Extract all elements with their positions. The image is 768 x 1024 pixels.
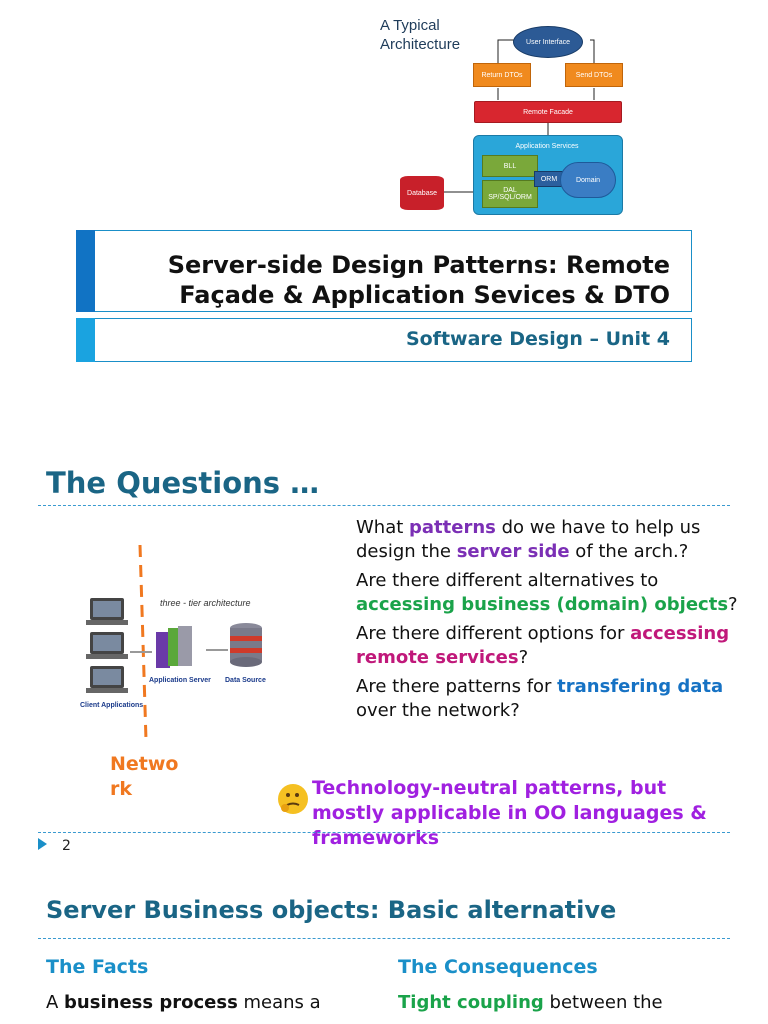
application-services-text: Application Services [515,142,579,150]
architecture-diagram-title: A Typical Architecture [380,16,460,54]
page-arrow-icon [38,838,47,850]
bll-node: BLL [482,155,538,177]
q1-mid: do we have to help us design the [356,517,701,562]
bullet-icon [334,516,356,564]
return-dtos-node: Return DTOs [473,63,531,87]
q4-post: over the network? [356,700,520,721]
consequence-item: Tight coupling between the [398,992,738,1013]
q4-pre: Are there patterns for [356,676,558,697]
slide-title-line1: Server-side Design Patterns: Remote [167,251,670,279]
page-number: 2 [62,838,71,854]
title-accent-bar [76,230,95,312]
bullet-icon [334,675,356,723]
technology-note: Technology-neutral patterns, but mostly … [312,777,707,849]
questions-list: What patterns do we have to help us desi… [334,516,744,728]
question-text: What patterns do we have to help us desi… [356,516,744,564]
domain-cloud: Domain [560,162,616,198]
list-item: Are there patterns for transfering data … [334,675,744,723]
q1-highlight-server-side: server side [456,541,570,562]
data-source-label: Data Source [225,677,266,684]
fact1-post: means a [237,992,321,1013]
consequences-heading: The Consequences [398,956,598,978]
diagram-title-line2: Architecture [380,36,461,53]
q1-highlight-patterns: patterns [409,517,496,538]
send-dtos-label: Send DTOs [575,71,613,79]
question-text: Are there different options for accessin… [356,622,744,670]
q1-pre: What [356,517,410,538]
client-apps-label: Client Applications [80,702,144,709]
heading-divider [38,505,730,506]
send-dtos-node: Send DTOs [565,63,623,87]
q3-highlight: accessing remote services [356,623,730,668]
tier-caption: three - tier architecture [160,598,251,608]
orm-arrow: ORM [534,171,564,187]
bullet-icon [334,622,356,670]
bullet-icon [334,569,356,617]
network-line1: Netwo [110,753,179,775]
list-item: What patterns do we have to help us desi… [334,516,744,564]
remote-facade-label: Remote Facade [523,108,573,116]
architecture-connectors [443,39,595,193]
database-label: Database [407,189,437,197]
database-cylinder: Database [400,176,444,210]
diagram-title-line1: A Typical [380,17,440,34]
app-server-label: Application Server [149,677,211,684]
cons1-post: between the [543,992,663,1013]
user-interface-node: User Interface [513,26,583,58]
return-dtos-label: Return DTOs [481,71,523,79]
remote-facade-node: Remote Facade [474,101,622,123]
dal-node: DAL SP/SQL/ORM [482,180,538,208]
thinking-face-icon [278,784,308,814]
fact-item: A business process means a [46,992,386,1013]
cons1-bold: Tight coupling [398,992,544,1013]
questions-heading: The Questions … [46,466,320,500]
orm-label: ORM [540,175,558,183]
question-text: Are there patterns for transfering data … [356,675,744,723]
list-item: Are there different alternatives to acce… [334,569,744,617]
network-label: Netwo rk [110,752,200,802]
network-line2: rk [110,778,133,800]
q3-pre: Are there different options for [356,623,631,644]
q1-post: of the arch.? [569,541,689,562]
domain-label: Domain [575,176,601,184]
slide-subtitle: Software Design – Unit 4 [405,328,670,350]
q3-post: ? [518,647,529,668]
list-item: Are there different options for accessin… [334,622,744,670]
three-tier-diagram [86,544,262,741]
slide-title: Server-side Design Patterns: Remote Faça… [100,250,670,310]
server-heading: Server Business objects: Basic alternati… [46,896,617,924]
laptop-icon-group [86,598,128,693]
slide3-divider [38,938,730,939]
facts-heading: The Facts [46,956,149,978]
dal-label: DAL SP/SQL/ORM [488,187,532,201]
user-interface-label: User Interface [526,38,570,46]
question-text: Are there different alternatives to acce… [356,569,744,617]
footer-divider [38,832,730,833]
q4-highlight: transfering data [557,676,724,697]
q2-highlight: accessing business (domain) objects [356,594,729,615]
fact1-pre: A [46,992,65,1013]
fact1-bold: business process [64,992,238,1013]
subtitle-accent-bar [76,318,95,362]
q2-post: ? [728,594,738,615]
application-services-label: Application Services [473,140,621,152]
q2-pre: Are there different alternatives to [356,570,659,591]
bll-label: BLL [503,162,517,170]
slide-title-line2: Façade & Application Sevices & DTO [179,281,670,309]
